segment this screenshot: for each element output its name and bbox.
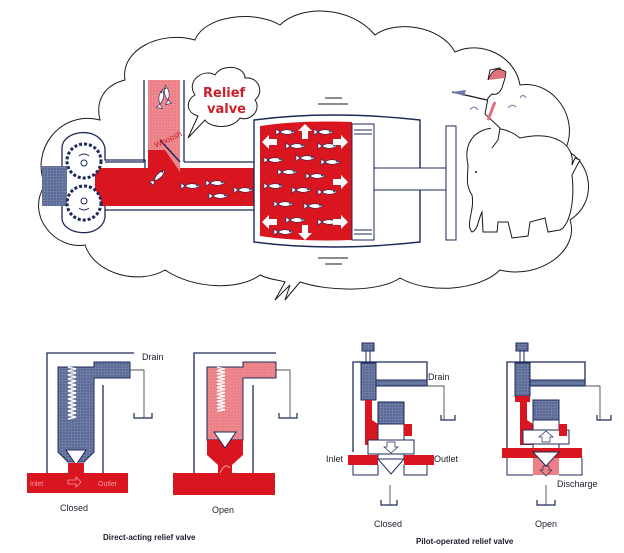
- main-line: [27, 473, 128, 493]
- pressure-line: [95, 168, 265, 206]
- outlet-label: Outlet: [98, 481, 117, 488]
- gear-bottom-icon: [65, 184, 103, 222]
- direct-acting-caption: Direct-acting relief valve: [103, 533, 196, 542]
- discharge-tank-open: [536, 500, 556, 506]
- pilot-operated-open-diagram: Discharge Open: [502, 342, 612, 529]
- speech-bubble-line1: Relief: [203, 86, 246, 101]
- main-line-open: [173, 473, 275, 495]
- drain-tank: [133, 413, 153, 419]
- pilot-drain-label: Drain: [428, 372, 450, 382]
- spring-chamber: [57, 361, 131, 463]
- open-label: Open: [212, 505, 234, 515]
- inlet-label: Inlet: [30, 481, 43, 488]
- pilot-outlet-label: Outlet: [434, 454, 459, 464]
- gear-top-icon: [65, 142, 103, 180]
- pilot-operated-caption: Pilot-operated relief valve: [416, 537, 514, 546]
- poppet-open: [213, 431, 237, 449]
- pilot-closed-label: Closed: [374, 519, 402, 529]
- direct-acting-open-diagram: Open: [173, 352, 298, 515]
- elephant-with-rider-icon: [451, 67, 581, 239]
- inlet-line: [348, 455, 378, 465]
- direct-acting-closed-diagram: Inlet Outlet Drain Closed: [27, 352, 164, 513]
- outlet-line: [404, 455, 434, 465]
- relief-valve-speech-bubble: Relief valve: [187, 67, 261, 139]
- pilot-operated-closed-diagram: Drain Inlet Outlet Closed: [326, 342, 459, 529]
- discharge-label: Discharge: [557, 479, 598, 489]
- rod-end-plate: [445, 125, 457, 241]
- speech-bubble-line2: valve: [207, 102, 246, 117]
- pilot-spring-chamber: [360, 362, 377, 401]
- closed-label: Closed: [60, 503, 88, 513]
- adjust-knob: [361, 342, 375, 352]
- discharge-tank-closed: [380, 500, 398, 506]
- poppet: [65, 449, 87, 466]
- drain-tank-pilot: [440, 415, 456, 421]
- pilot-open-label: Open: [535, 519, 557, 529]
- piston: [351, 123, 375, 241]
- hydraulic-cylinder: [253, 97, 457, 265]
- main-spring-chamber: [377, 401, 405, 425]
- drain-label: Drain: [142, 352, 164, 362]
- cartoon-hydraulic-circuit: Whoosh Relief valve: [42, 67, 581, 265]
- suction-line: [42, 166, 67, 206]
- piston-rod: [373, 167, 449, 191]
- pilot-inlet-label: Inlet: [326, 454, 344, 464]
- drain-tank-open: [278, 413, 298, 419]
